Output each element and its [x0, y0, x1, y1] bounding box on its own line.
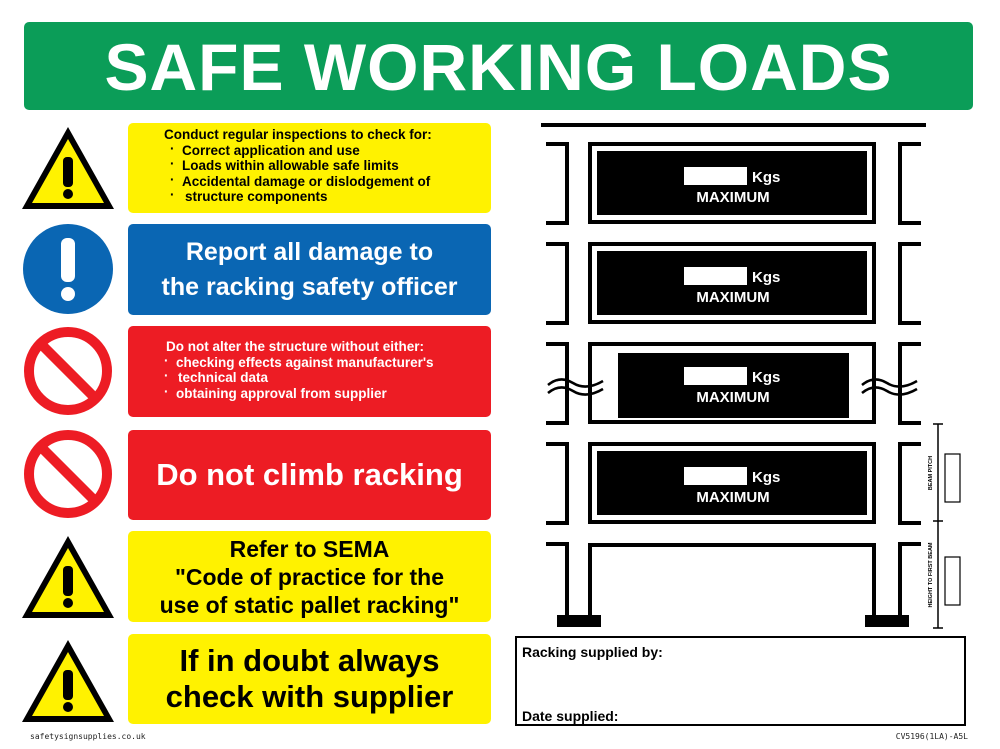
doubt-panel: If in doubt always check with supplier	[128, 634, 491, 724]
label-inner-border	[594, 248, 870, 318]
shelf-frame	[588, 142, 876, 224]
panel-line: the racking safety officer	[161, 272, 458, 301]
load-label	[618, 353, 849, 418]
height-box	[944, 556, 961, 606]
height-to-first-beam-label: HEIGHT TO FIRST BEAM	[928, 542, 934, 607]
list-item: checking effects against manufacturer's	[164, 353, 491, 371]
maximum-label: MAXIMUM	[696, 389, 769, 406]
top-beam	[541, 123, 926, 127]
upright-bracket	[546, 342, 569, 425]
date-supplied-label: Date supplied:	[522, 708, 619, 724]
list-item: structure components	[170, 187, 491, 205]
list-item: Accidental damage or dislodgement of	[170, 172, 491, 190]
panel-line: Report all damage to	[185, 237, 434, 266]
website-text: safetysignsupplies.co.uk	[30, 732, 146, 741]
upright-bracket	[898, 242, 921, 325]
sign-title: SAFE WORKING LOADS	[24, 22, 973, 110]
list-item: Loads within allowable safe limits	[170, 156, 491, 174]
warning-icon	[22, 536, 114, 618]
upright-bracket	[546, 242, 569, 325]
label-inner-border	[594, 448, 870, 518]
climb-panel: Do not climb racking	[128, 430, 491, 520]
maximum-label: MAXIMUM	[696, 189, 769, 206]
upright-bracket	[898, 142, 921, 225]
panel-heading: Conduct regular inspections to check for…	[164, 127, 432, 142]
bottom-beam	[588, 543, 876, 620]
upright-base	[546, 542, 921, 620]
base-plate	[865, 615, 909, 627]
shelf-frame	[588, 442, 876, 524]
panel-heading: Do not alter the structure without eithe…	[166, 339, 425, 354]
kgs-label: Kgs	[752, 169, 780, 186]
beam-pitch-label: BEAM PITCH	[928, 456, 934, 490]
alter-panel: Do not alter the structure without eithe…	[128, 326, 491, 417]
inspections-panel: Conduct regular inspections to check for…	[128, 123, 491, 213]
supplier-form: Racking supplied by: Date supplied:	[515, 636, 966, 726]
maximum-label: MAXIMUM	[696, 489, 769, 506]
warning-icon	[22, 640, 114, 722]
report-panel: Report all damage to the racking safety …	[128, 224, 491, 315]
kgs-label: Kgs	[752, 269, 780, 286]
sema-panel: Refer to SEMA "Code of practice for the …	[128, 531, 491, 622]
weight-entry-box	[684, 467, 747, 485]
upright-bracket	[898, 342, 921, 425]
weight-entry-box	[684, 367, 747, 385]
shelf-frame	[588, 342, 876, 424]
base-plate	[557, 615, 601, 627]
mandatory-icon	[23, 224, 113, 314]
panel-text: Do not climb racking	[156, 457, 463, 492]
kgs-label: Kgs	[752, 469, 780, 486]
upright-bracket	[898, 442, 921, 525]
weight-entry-box	[684, 167, 747, 185]
kgs-label: Kgs	[752, 369, 780, 386]
break-lines	[547, 378, 918, 396]
supplied-by-label: Racking supplied by:	[522, 644, 663, 660]
dimension-arrows	[933, 423, 943, 629]
list-item: technical data	[164, 368, 491, 386]
shelf-frame	[588, 242, 876, 324]
panel-line: If in doubt always	[179, 643, 440, 678]
beam-pitch-box	[944, 453, 961, 503]
list-item: obtaining approval from supplier	[164, 384, 491, 402]
maximum-label: MAXIMUM	[696, 289, 769, 306]
product-code: CV5196(1LA)-A5L	[895, 732, 968, 741]
warning-icon	[22, 127, 114, 209]
prohibition-icon	[24, 327, 112, 415]
upright-bracket	[546, 142, 569, 225]
panel-line: check with supplier	[165, 679, 454, 714]
weight-entry-box	[684, 267, 747, 285]
label-inner-border	[594, 148, 870, 218]
upright-bracket	[546, 442, 569, 525]
panel-line: use of static pallet racking"	[159, 591, 460, 618]
panel-line: "Code of practice for the	[174, 563, 445, 590]
prohibition-icon	[24, 430, 112, 518]
list-item: Correct application and use	[170, 141, 491, 159]
panel-line: Refer to SEMA	[229, 535, 390, 562]
